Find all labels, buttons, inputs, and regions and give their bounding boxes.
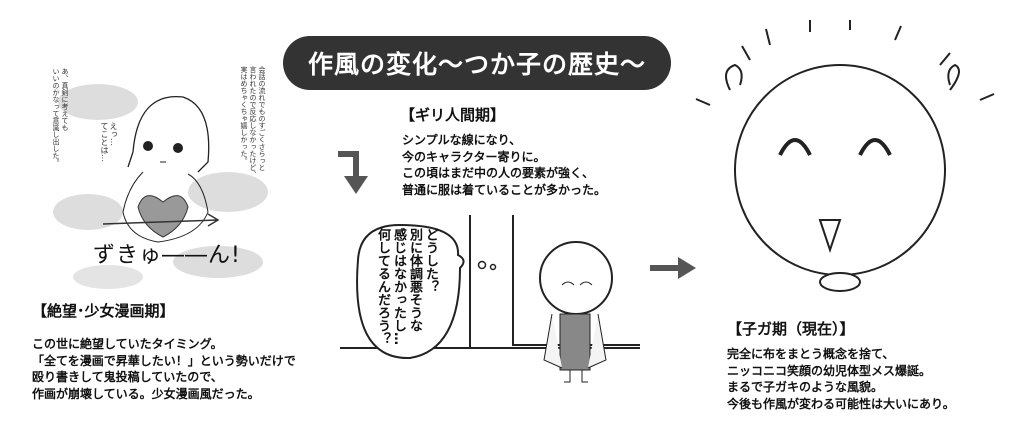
thought-text: えっ… てことは… — [100, 122, 118, 162]
speech-bubble-text: どうした？ 別に体調悪そうな 感じはなかったし… 何してるんだろう？ — [375, 228, 438, 345]
comic-panel-shojo: 会話の流れでものすごくさらっと 言われたので反応しなかったけど、 実はめちゃくち… — [48, 62, 270, 290]
shojo-girl-illustration — [53, 84, 268, 289]
kogaki-character-illustration — [695, 20, 995, 292]
arrow-right-icon — [650, 257, 696, 279]
sound-effect: ずきゅ――ん! — [93, 243, 241, 268]
narration-left: あ、真剣に考えても いいのかなって意識し出した。 — [52, 68, 69, 166]
panel-body-kogaki: 完全に布をまとう概念を捨て、 ニッコニコ笑顔の幼児体型メス爆誕。 まるで子ガキの… — [727, 347, 955, 411]
title-banner: 作風の変化〜つか子の歴史〜 — [283, 36, 671, 90]
page-title: 作風の変化〜つか子の歴史〜 — [307, 50, 646, 79]
panel-heading-shojo: 【絶望･少女漫画期】 — [32, 302, 175, 320]
human-era-illustration — [340, 215, 640, 383]
panel-body-shojo: この世に絶望していたタイミング。 「全てを漫画で昇華したい！」という勢いだけで … — [32, 337, 296, 401]
narration-right: 会話の流れでものすごくさらっと 言われたので反応しなかったけど、 実はめちゃくち… — [240, 66, 266, 178]
panel-heading-kogaki: 【子ガ期（現在）】 — [727, 320, 855, 338]
arrow-down-icon — [338, 151, 368, 194]
panel-heading-human: 【ギリ人間期】 — [400, 106, 506, 124]
panel-body-human: シンプルな線になり、 今のキャラクター寄りに。 この頃はまだ中の人の要素が強く、… — [402, 133, 607, 197]
